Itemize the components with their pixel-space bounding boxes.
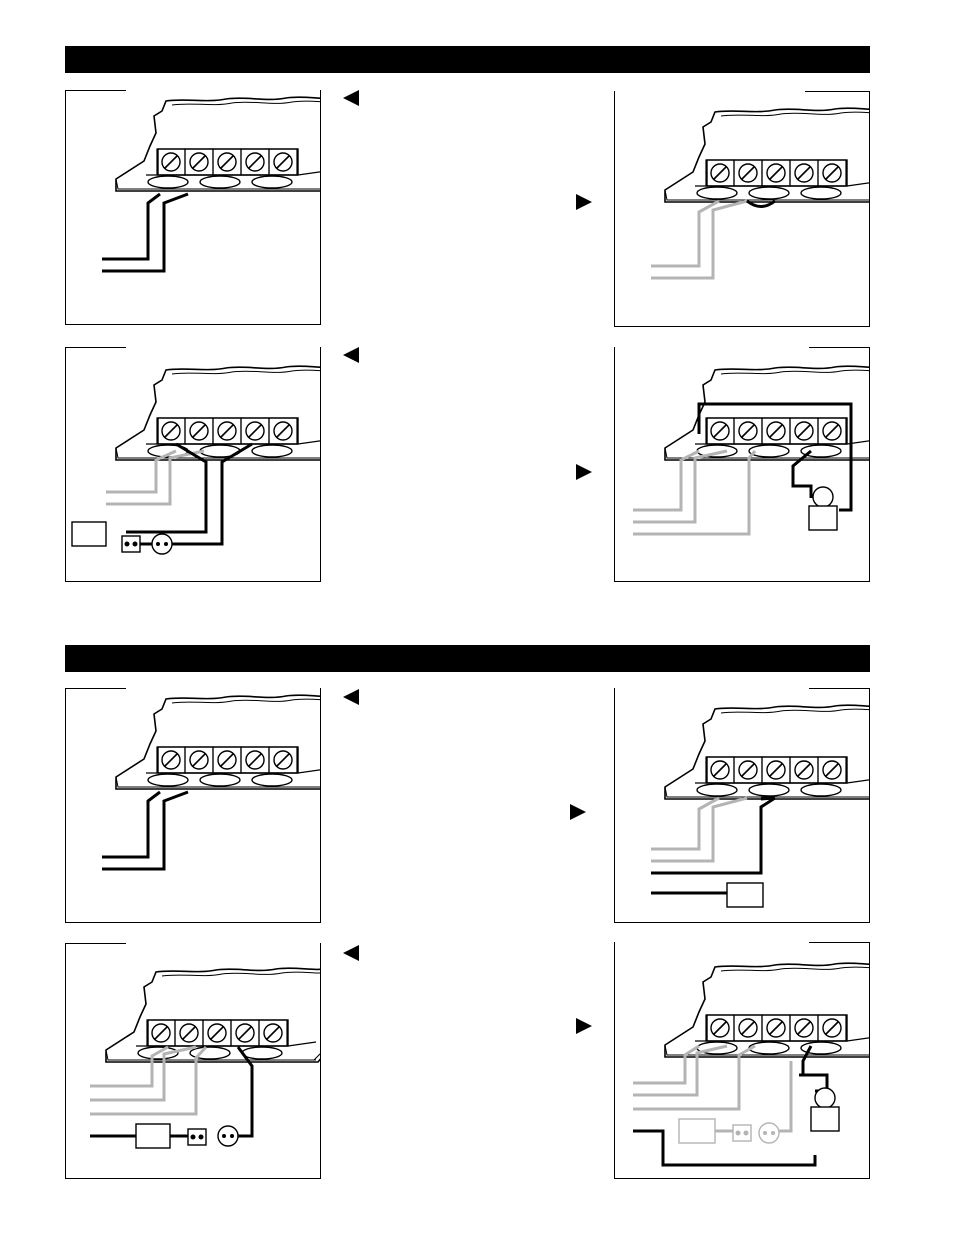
device-head — [813, 487, 833, 507]
device-head — [815, 1088, 835, 1108]
switch-contact — [744, 1131, 749, 1136]
right-triangle-icon — [570, 804, 586, 820]
wiring-diagram — [615, 943, 869, 1178]
control-box — [679, 1119, 715, 1143]
terminal-housing — [665, 963, 869, 1057]
wiring-diagram — [66, 91, 320, 324]
lamp-pin — [164, 542, 168, 546]
section-header-bar-1 — [65, 46, 870, 73]
lamp-pin — [156, 542, 160, 546]
lamp-icon — [152, 534, 172, 554]
border-notch — [615, 941, 809, 944]
border-notch — [126, 346, 320, 349]
wiring-diagram — [66, 944, 320, 1178]
left-triangle-icon — [343, 945, 359, 961]
left-triangle-icon — [343, 347, 359, 363]
wire — [633, 1131, 815, 1165]
lamp-pin — [763, 1131, 767, 1135]
right-triangle-icon — [576, 464, 592, 480]
control-box — [136, 1124, 170, 1148]
wiring-diagram — [66, 348, 320, 581]
knockout-hole — [749, 187, 789, 199]
wiring-panel — [65, 943, 321, 1179]
border-notch — [615, 346, 809, 349]
lamp-pin — [771, 1131, 775, 1135]
lamp-icon — [218, 1126, 238, 1146]
switch-contact — [133, 542, 138, 547]
knockout-hole — [697, 784, 737, 796]
wire — [769, 1061, 791, 1131]
section-header-bar-2 — [65, 645, 870, 672]
device-body — [811, 1107, 839, 1131]
knockout-hole — [801, 784, 841, 796]
control-box — [72, 522, 106, 546]
knockout-hole — [749, 1042, 789, 1054]
terminal-housing — [116, 97, 320, 191]
lamp-icon — [759, 1123, 779, 1143]
knockout-hole — [242, 1047, 282, 1059]
terminal-housing — [665, 366, 869, 460]
wire — [651, 798, 719, 849]
wiring-panel — [65, 347, 321, 582]
left-triangle-icon — [343, 689, 359, 705]
knockout-hole — [252, 445, 292, 457]
wiring-diagram — [66, 689, 320, 922]
terminal-housing — [665, 108, 869, 202]
knockout-hole — [148, 176, 188, 188]
wiring-panel — [614, 942, 870, 1179]
knockout-hole — [252, 176, 292, 188]
wiring-diagram — [615, 348, 869, 581]
control-box — [727, 883, 763, 907]
device-body — [809, 506, 837, 530]
wire — [651, 201, 719, 266]
switch-contact — [125, 542, 130, 547]
knockout-hole — [200, 774, 240, 786]
left-triangle-icon — [343, 90, 359, 106]
border-notch — [126, 942, 320, 945]
lamp-pin — [222, 1134, 226, 1138]
wiring-panel — [65, 90, 321, 325]
knockout-hole — [252, 774, 292, 786]
knockout-hole — [801, 187, 841, 199]
terminal-housing — [106, 968, 320, 1062]
knockout-hole — [148, 774, 188, 786]
switch-contact — [191, 1135, 196, 1140]
switch-contact — [199, 1135, 204, 1140]
knockout-hole — [200, 176, 240, 188]
wire — [102, 194, 160, 259]
border-notch — [615, 90, 805, 93]
border-notch — [126, 687, 320, 690]
wire — [102, 792, 160, 857]
terminal-housing — [116, 695, 320, 789]
knockout-hole — [749, 784, 789, 796]
knockout-hole — [697, 187, 737, 199]
border-notch — [126, 89, 320, 92]
wiring-diagram — [615, 689, 869, 922]
wiring-panel — [65, 688, 321, 923]
border-notch — [615, 687, 809, 690]
switch-contact — [736, 1131, 741, 1136]
wiring-panel — [614, 347, 870, 582]
wiring-panel — [614, 91, 870, 327]
right-triangle-icon — [576, 194, 592, 210]
wiring-panel — [614, 688, 870, 923]
terminal-housing — [665, 705, 869, 799]
wiring-diagram — [615, 92, 869, 326]
terminal-housing — [116, 366, 320, 460]
lamp-pin — [230, 1134, 234, 1138]
right-triangle-icon — [576, 1018, 592, 1034]
